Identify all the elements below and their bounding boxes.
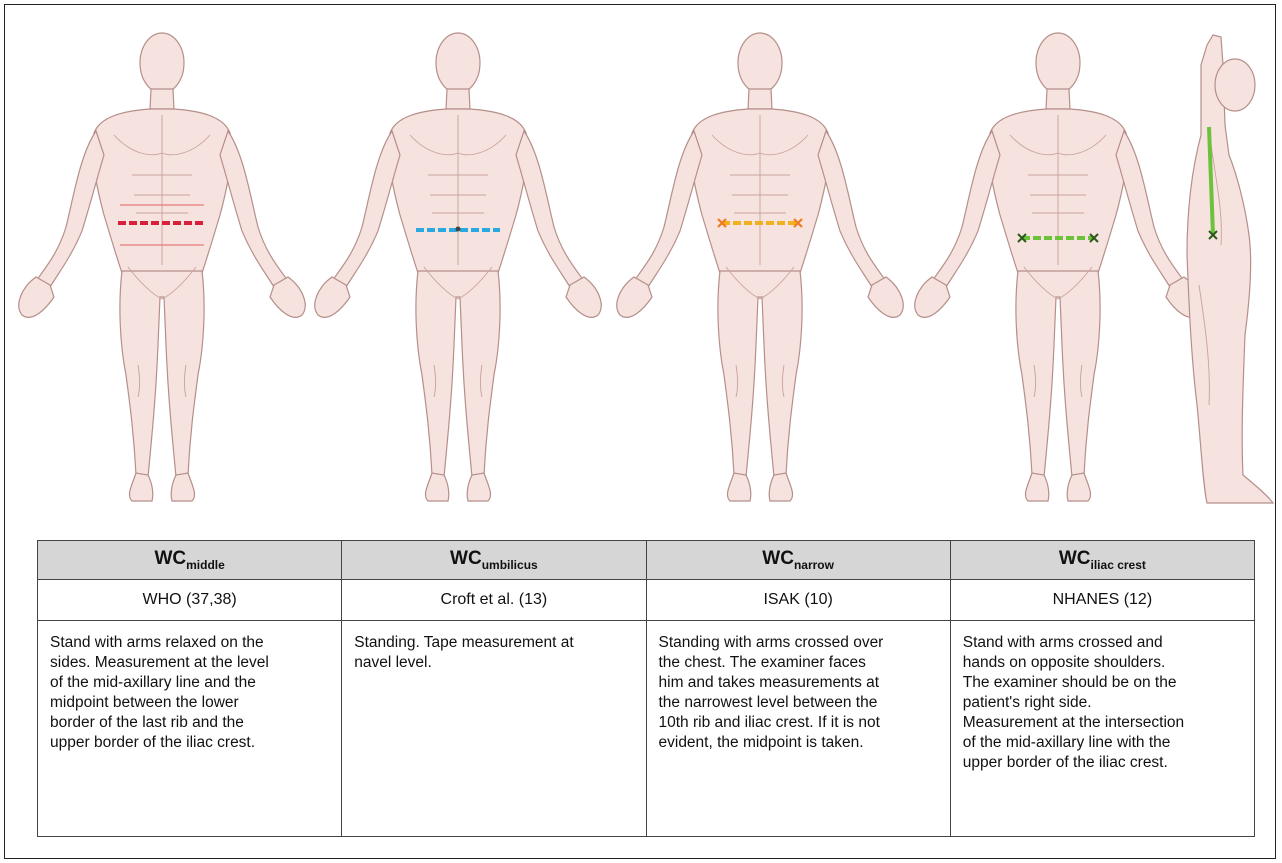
- description-text: Standing. Tape measurement at navel leve…: [354, 633, 579, 673]
- anatomy-illustrations: [5, 5, 1277, 525]
- description-cell-iliac-crest: Stand with arms crossed and hands on opp…: [950, 621, 1254, 837]
- table-description-row: Stand with arms relaxed on the sides. Me…: [38, 621, 1255, 837]
- figure-wc-middle: [19, 33, 305, 501]
- header-abbr: WC: [450, 548, 482, 569]
- header-sub: middle: [186, 558, 225, 572]
- header-abbr: WC: [1059, 548, 1091, 569]
- header-sub: iliac crest: [1091, 558, 1146, 572]
- figure-wc-iliac-crest: [915, 33, 1201, 501]
- header-wc-narrow: WCnarrow: [646, 541, 950, 580]
- table-source-row: WHO (37,38) Croft et al. (13) ISAK (10) …: [38, 580, 1255, 621]
- description-cell-narrow: Standing with arms crossed over the ches…: [646, 621, 950, 837]
- source-croft: Croft et al. (13): [342, 580, 646, 621]
- description-cell-middle: Stand with arms relaxed on the sides. Me…: [38, 621, 342, 837]
- anatomy-svg: [5, 5, 1277, 525]
- figure-side-view: [1187, 35, 1273, 503]
- figure-frame: WCmiddle WCumbilicus WCnarrow WCiliac cr…: [4, 4, 1276, 859]
- wc-methods-table: WCmiddle WCumbilicus WCnarrow WCiliac cr…: [37, 540, 1255, 837]
- source-isak: ISAK (10): [646, 580, 950, 621]
- description-text: Stand with arms crossed and hands on opp…: [963, 633, 1188, 773]
- source-nhanes: NHANES (12): [950, 580, 1254, 621]
- header-sub: narrow: [794, 558, 834, 572]
- table-header-row: WCmiddle WCumbilicus WCnarrow WCiliac cr…: [38, 541, 1255, 580]
- header-abbr: WC: [154, 548, 186, 569]
- description-cell-umbilicus: Standing. Tape measurement at navel leve…: [342, 621, 646, 837]
- source-who: WHO (37,38): [38, 580, 342, 621]
- figure-wc-narrow: [617, 33, 903, 501]
- description-text: Standing with arms crossed over the ches…: [659, 633, 884, 753]
- header-wc-umbilicus: WCumbilicus: [342, 541, 646, 580]
- description-text: Stand with arms relaxed on the sides. Me…: [50, 633, 275, 753]
- header-wc-middle: WCmiddle: [38, 541, 342, 580]
- header-wc-iliac-crest: WCiliac crest: [950, 541, 1254, 580]
- header-sub: umbilicus: [482, 558, 538, 572]
- figure-wc-umbilicus: [315, 33, 601, 501]
- header-abbr: WC: [762, 548, 794, 569]
